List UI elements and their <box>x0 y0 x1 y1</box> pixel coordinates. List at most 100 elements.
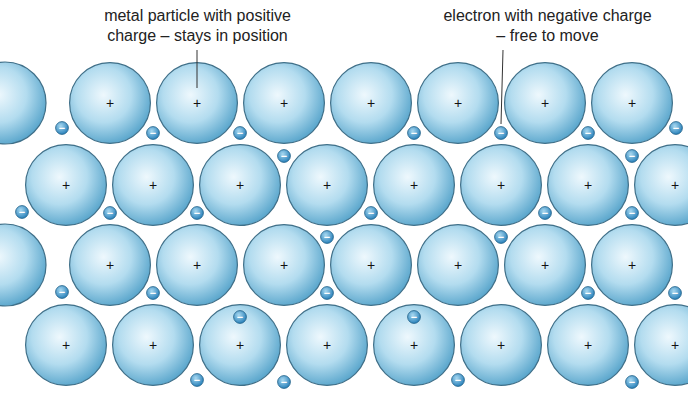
outline <box>278 150 291 163</box>
outline <box>200 305 281 386</box>
outline <box>669 287 682 300</box>
electron: − <box>581 286 595 300</box>
outline <box>287 145 368 226</box>
charge-sign: − <box>673 123 679 134</box>
charge-sign: + <box>584 338 592 352</box>
charge-sign: + <box>280 258 288 272</box>
metal-particle: + <box>330 224 412 306</box>
electron: − <box>55 285 69 299</box>
metal-particle: + <box>112 304 194 386</box>
outline <box>592 63 673 144</box>
electron: − <box>233 310 247 324</box>
outline <box>582 287 595 300</box>
outline <box>157 225 238 306</box>
leader-line <box>501 50 503 124</box>
outline <box>539 207 552 220</box>
charge-sign: + <box>584 178 592 192</box>
outline <box>26 145 107 226</box>
charge-sign: + <box>193 96 201 110</box>
metal-particle: + <box>591 224 673 306</box>
outline <box>244 63 325 144</box>
leader-line <box>197 50 198 88</box>
outline <box>374 305 455 386</box>
outline <box>278 376 291 389</box>
outline <box>147 287 160 300</box>
charge-sign: − <box>411 128 417 139</box>
electron: − <box>581 126 595 140</box>
charge-sign: − <box>629 208 635 219</box>
partial-metal-particle <box>0 62 46 144</box>
charge-sign: + <box>367 258 375 272</box>
outline <box>626 207 639 220</box>
charge-sign: − <box>281 151 287 162</box>
metal-particle: + <box>460 144 542 226</box>
charge-sign: + <box>280 96 288 110</box>
charge-sign: + <box>541 96 549 110</box>
outline <box>635 305 688 386</box>
outline <box>461 305 542 386</box>
outline <box>287 305 368 386</box>
outline <box>191 374 204 387</box>
charge-sign: − <box>585 128 591 139</box>
electron: − <box>103 206 117 220</box>
metal-particle: + <box>69 224 151 306</box>
charge-sign: − <box>368 208 374 219</box>
charge-sign: + <box>628 258 636 272</box>
outline <box>200 145 281 226</box>
callout-label: electron with negative charge – free to … <box>440 6 655 46</box>
outline <box>321 287 334 300</box>
charge-sign: − <box>585 288 591 299</box>
electron: − <box>277 375 291 389</box>
electron: − <box>494 126 508 140</box>
charge-sign: + <box>106 96 114 110</box>
metal-particle: + <box>634 304 688 386</box>
outline <box>56 286 69 299</box>
outline <box>495 127 508 140</box>
outline <box>418 225 499 306</box>
electron: − <box>146 286 160 300</box>
charge-sign: + <box>454 96 462 110</box>
electron: − <box>451 373 465 387</box>
outline <box>113 305 194 386</box>
outline <box>582 127 595 140</box>
charge-sign: + <box>323 178 331 192</box>
outline <box>592 225 673 306</box>
outline <box>70 63 151 144</box>
metal-particle: + <box>591 62 673 144</box>
charge-sign: − <box>498 128 504 139</box>
charge-sign: + <box>541 258 549 272</box>
outline <box>331 63 412 144</box>
outline <box>244 225 325 306</box>
electron: − <box>15 205 29 219</box>
metal-particle: + <box>156 224 238 306</box>
charge-sign: − <box>194 208 200 219</box>
electron: − <box>668 286 682 300</box>
charge-sign: − <box>150 128 156 139</box>
metal-particle: + <box>25 144 107 226</box>
metal-particle: + <box>112 144 194 226</box>
charge-sign: + <box>62 338 70 352</box>
charge-sign: + <box>410 178 418 192</box>
charge-sign: + <box>149 178 157 192</box>
charge-sign: − <box>324 288 330 299</box>
charge-sign: + <box>367 96 375 110</box>
metal-particle: + <box>199 144 281 226</box>
charge-sign: − <box>19 207 25 218</box>
label-box: metal particle with positive charge – st… <box>90 6 305 46</box>
charge-sign: + <box>323 338 331 352</box>
outline <box>365 207 378 220</box>
charge-sign: − <box>498 232 504 243</box>
metal-particle: + <box>417 62 499 144</box>
outline <box>408 311 421 324</box>
particle-shape <box>634 144 688 226</box>
outline <box>418 63 499 144</box>
outline <box>56 122 69 135</box>
electron: − <box>146 126 160 140</box>
charge-sign: + <box>671 338 679 352</box>
electron: − <box>364 206 378 220</box>
charge-sign: − <box>542 208 548 219</box>
outline <box>16 206 29 219</box>
metal-particle: + <box>373 144 455 226</box>
metal-particle: + <box>504 62 586 144</box>
charge-sign: − <box>455 375 461 386</box>
